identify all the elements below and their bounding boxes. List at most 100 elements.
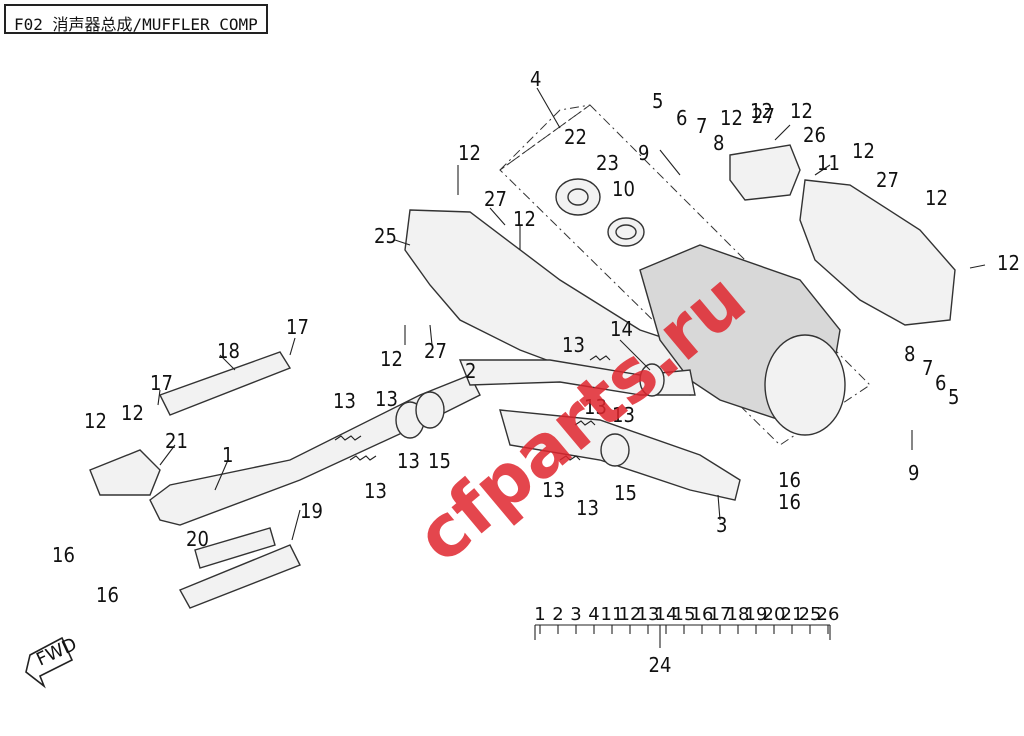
gasket-15c [600,433,630,467]
callout-13c: 13 [397,449,420,473]
kit-item-20: 20 [763,604,786,625]
callout-17b: 17 [150,371,173,395]
kit-item-3: 3 [570,604,581,625]
callout-13i: 13 [576,496,599,520]
kit-bracket [534,624,831,648]
callout-13h: 13 [542,478,565,502]
callout-7b: 7 [922,356,933,380]
callout-23: 23 [596,151,619,175]
callout-13e: 13 [562,333,585,357]
kit-item-13: 13 [637,604,660,625]
kit-label-24: 24 [649,653,672,677]
callout-13d: 13 [364,479,387,503]
gasket-15b [415,391,445,429]
kit-item-21: 21 [781,604,804,625]
heat-shield-small [729,144,801,201]
callout-12g: 12 [997,251,1020,275]
callout-8a: 8 [713,131,724,155]
callout-27d: 27 [424,339,447,363]
tube-18 [159,351,292,416]
callout-13g: 13 [612,403,635,427]
spring-13c [589,355,611,361]
leader-lines [157,87,986,541]
spring-13a [334,435,362,441]
callout-13a: 13 [333,389,356,413]
end-cap [764,334,846,436]
kit-item-26: 26 [817,604,840,625]
heat-shield-right [799,179,956,326]
callout-12b: 12 [513,207,536,231]
callout-5a: 5 [652,89,663,113]
callout-12f: 12 [925,186,948,210]
callout-2: 2 [465,359,476,383]
callout-12e: 12 [852,139,875,163]
callout-11: 11 [817,151,840,175]
callout-16c: 16 [778,468,801,492]
callout-6a: 6 [676,106,687,130]
callout-12c: 12 [720,106,743,130]
callout-12h: 12 [380,347,403,371]
callout-26: 26 [803,123,826,147]
kit-item-15: 15 [673,604,696,625]
fwd-arrow: FWD [25,634,80,689]
title-box: F02 消声器总成/MUFFLER COMP [4,4,268,34]
callout-4: 4 [530,67,541,91]
callout-14: 14 [610,317,633,341]
spring-13b [349,455,377,461]
kit-item-19: 19 [745,604,768,625]
spring-13d [574,420,596,426]
callout-1: 1 [222,443,233,467]
callout-9b: 9 [908,461,919,485]
pad-20 [194,527,276,569]
kit-item-17: 17 [709,604,732,625]
callout-16a: 16 [52,543,75,567]
callout-21: 21 [165,429,188,453]
kit-item-4: 4 [588,604,599,625]
callout-5b: 5 [948,385,959,409]
kit-item-25: 25 [799,604,822,625]
kit-item-16: 16 [691,604,714,625]
callout-3: 3 [716,513,727,537]
callout-12k: 12 [750,99,773,123]
kit-item-11: 11 [601,604,624,625]
kit-item-12: 12 [619,604,642,625]
callout-8b: 8 [904,342,915,366]
tube-19 [179,544,301,609]
callout-15a: 15 [428,449,451,473]
callout-18: 18 [217,339,240,363]
callout-labels: 1 2 3 4 5 5 6 6 7 7 8 8 9 9 10 11 12 12 … [52,67,1020,607]
callout-22: 22 [564,125,587,149]
callout-12i: 12 [84,409,107,433]
spring-13e [559,455,581,461]
callout-9a: 9 [638,141,649,165]
callout-13f: 13 [584,395,607,419]
callout-13b: 13 [375,387,398,411]
callout-12d: 12 [790,99,813,123]
callout-7a: 7 [696,114,707,138]
callout-10: 10 [612,177,635,201]
callout-16d: 16 [778,490,801,514]
assembly-boundary-2 [499,104,591,171]
callout-15b: 15 [614,481,637,505]
callout-27a: 27 [484,187,507,211]
exhaust-pipe-2 [458,359,696,396]
kit-item-1: 1 [534,604,545,625]
callout-27c: 27 [876,168,899,192]
callout-27b: 27 [752,104,775,128]
callout-16b: 16 [96,583,119,607]
cover-21 [89,449,161,496]
callout-6b: 6 [935,371,946,395]
callout-12a: 12 [458,141,481,165]
kit-item-2: 2 [552,604,563,625]
callout-12j: 12 [121,401,144,425]
callout-25: 25 [374,224,397,248]
assembly-boundary [499,104,871,446]
callout-20: 20 [186,527,209,551]
callout-19: 19 [300,499,323,523]
page-title: F02 消声器总成/MUFFLER COMP [14,15,258,34]
kit-item-14: 14 [655,604,678,625]
flange-23-inner [567,188,589,206]
gasket-14 [639,363,665,397]
